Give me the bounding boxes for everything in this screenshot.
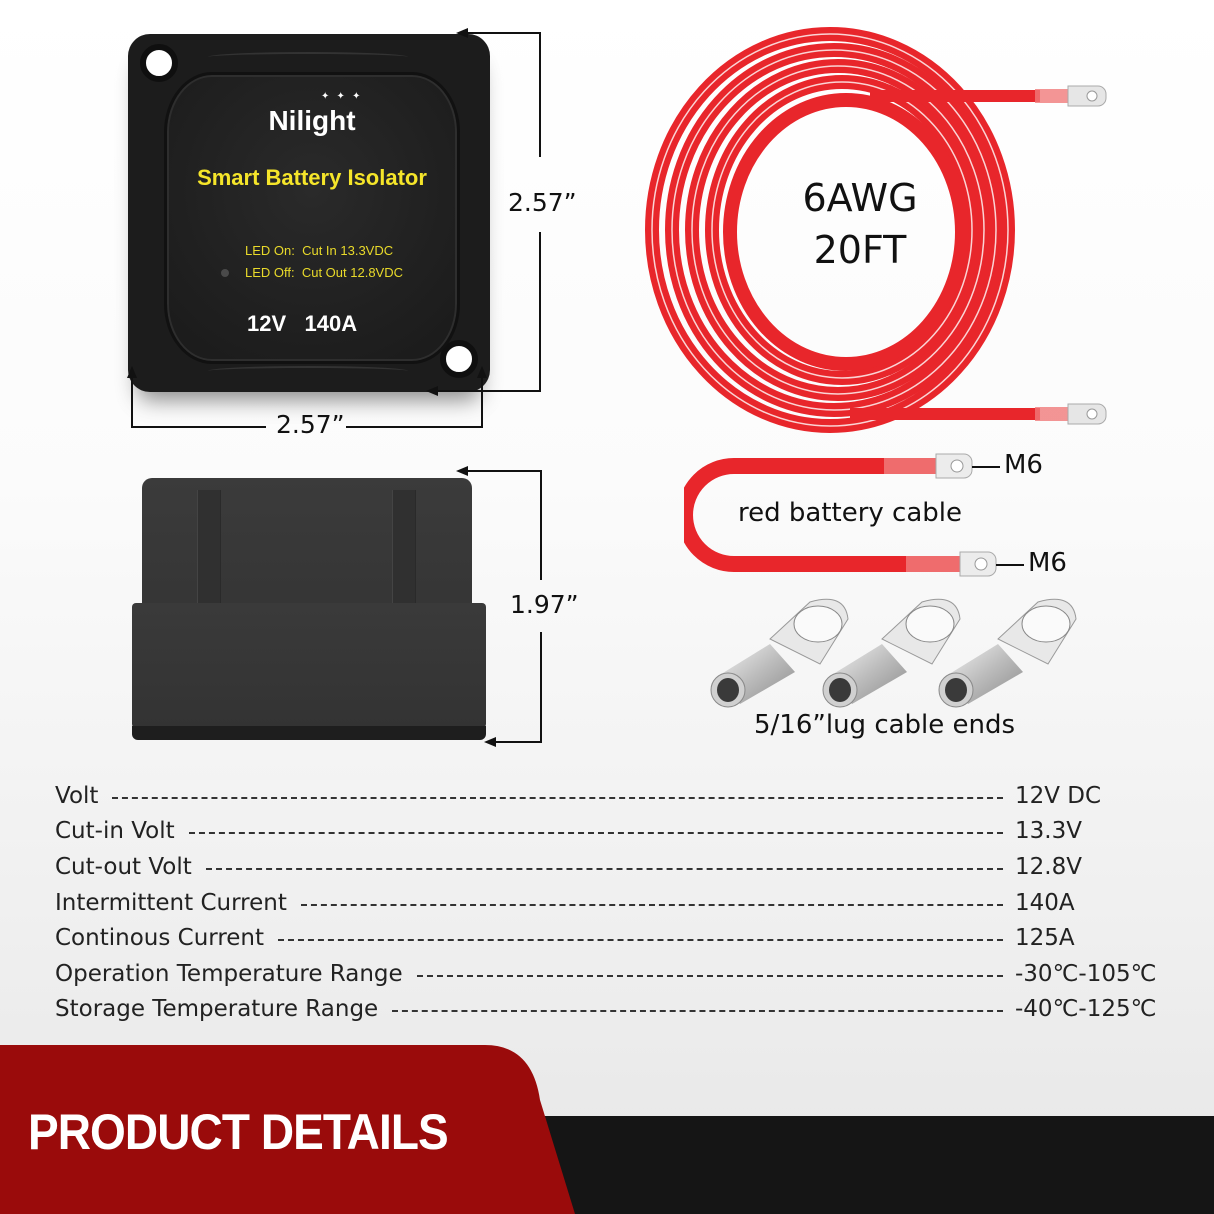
mounting-hole-top-left [140, 44, 178, 82]
coil-gauge: 6AWG [802, 176, 918, 220]
isolator-side-view [132, 468, 486, 740]
rating-text: 12V 140A [247, 311, 358, 336]
terminal-top-label: M6 [1004, 450, 1043, 480]
side-top-housing [142, 478, 472, 618]
width-dimension-label: 2.57” [276, 410, 345, 439]
coiled-cable-icon [645, 27, 1107, 433]
spec-label: Cut-in Volt [55, 818, 175, 845]
lug-icon [822, 598, 961, 708]
lug-icon [710, 598, 849, 708]
arrow-up-icon [127, 366, 137, 378]
spec-row: Intermittent Current 140A [55, 885, 1165, 921]
brand-stars-icon: ✦ ✦ ✦ [321, 91, 363, 102]
spec-label: Cut-out Volt [55, 853, 192, 880]
isolator-face: ✦ ✦ ✦ Nilight Smart Battery Isolator LED… [164, 72, 460, 364]
spec-leader [392, 1010, 1003, 1013]
led-on-text: LED On: Cut In 13.3VDC [245, 243, 394, 258]
arrow-left-icon [426, 386, 438, 396]
spec-label: Operation Temperature Range [55, 960, 403, 987]
spec-label: Continous Current [55, 925, 265, 952]
spec-leader [112, 796, 1003, 799]
lug-icon [938, 598, 1077, 708]
isolator-top-view: ✦ ✦ ✦ Nilight Smart Battery Isolator LED… [128, 34, 490, 392]
spec-value: 140A [1015, 889, 1075, 916]
short-cable-label: red battery cable [738, 498, 962, 528]
arrow-left-icon [456, 28, 468, 38]
terminal-bottom-label: M6 [1028, 548, 1067, 578]
short-cable-icon [684, 453, 997, 577]
spec-row: Storage Temperature Range -40℃-125℃ [55, 992, 1165, 1028]
spec-label: Storage Temperature Range [55, 996, 379, 1023]
spec-value: 125A [1015, 925, 1075, 952]
spec-label: Volt [55, 782, 99, 809]
m6-leader-top [972, 466, 1000, 468]
product-name: Smart Battery Isolator [197, 165, 427, 190]
decorative-wave [208, 366, 408, 376]
side-base [132, 726, 486, 740]
spec-row: Continous Current 125A [55, 920, 1165, 956]
spec-table: Volt 12V DC Cut-in Volt 13.3V Cut-out Vo… [55, 778, 1165, 1027]
spec-leader [416, 974, 1003, 977]
arrow-left-icon [456, 466, 468, 476]
lug-icons [710, 598, 1077, 708]
footer-accent-tab [0, 1045, 575, 1214]
arrow-up-icon [477, 366, 487, 378]
led-indicator-icon [221, 269, 229, 277]
spec-leader [300, 903, 1003, 906]
decorative-wave [208, 52, 408, 62]
brand-logo: Nilight [268, 105, 356, 136]
spec-value: -30℃-105℃ [1015, 960, 1157, 987]
spec-row: Operation Temperature Range -30℃-105℃ [55, 956, 1165, 992]
spec-value: 12.8V [1015, 853, 1082, 880]
side-bottom-housing [132, 603, 486, 728]
spec-value: 12V DC [1015, 782, 1102, 809]
spec-value: 13.3V [1015, 818, 1082, 845]
footer-title: PRODUCT DETAILS [28, 1104, 449, 1160]
spec-leader [278, 939, 1003, 942]
mounting-hole-bottom-right [440, 340, 478, 378]
spec-row: Volt 12V DC [55, 778, 1165, 814]
spec-leader [205, 867, 1003, 870]
spec-leader [188, 832, 1003, 835]
coil-length: 20FT [813, 228, 907, 272]
lug-caption: 5/16”lug cable ends [754, 710, 1016, 740]
spec-row: Cut-out Volt 12.8V [55, 849, 1165, 885]
coil-spec: 6AWG 20FT [760, 172, 960, 276]
spec-row: Cut-in Volt 13.3V [55, 814, 1165, 850]
spec-label: Intermittent Current [55, 889, 287, 916]
arrow-left-icon [484, 737, 496, 747]
height-dimension-label: 2.57” [508, 188, 577, 217]
depth-dimension-label: 1.97” [510, 590, 579, 619]
m6-leader-bottom [996, 564, 1024, 566]
spec-value: -40℃-125℃ [1015, 996, 1157, 1023]
led-off-text: LED Off: Cut Out 12.8VDC [245, 265, 403, 280]
